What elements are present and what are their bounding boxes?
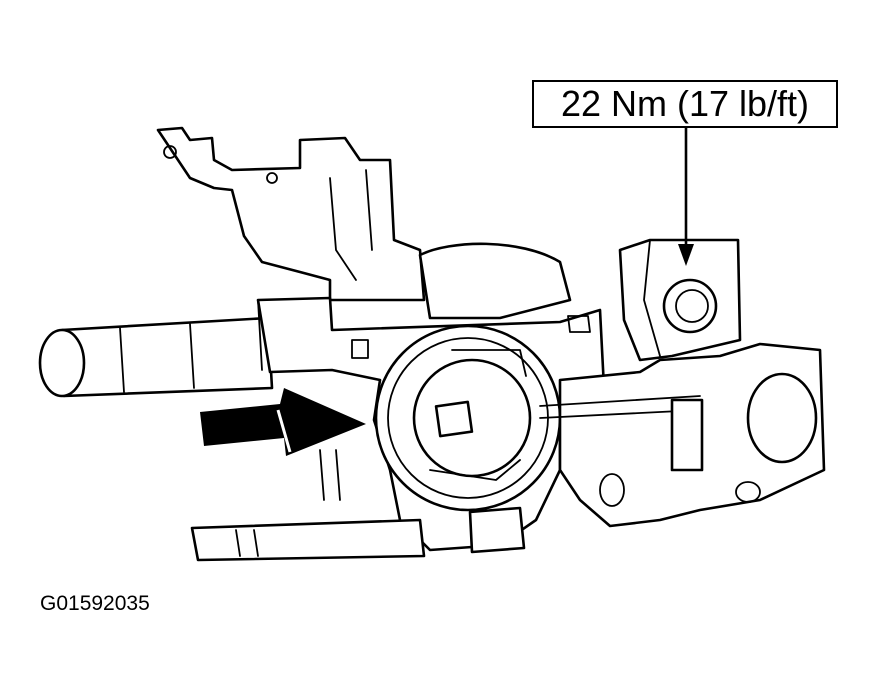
upper-right-bracket [618, 238, 742, 362]
switch-module [539, 342, 826, 528]
upper-mounting-bracket [156, 126, 426, 302]
torque-leader-arrow [678, 126, 694, 266]
figure-id-label: G01592035 [40, 592, 150, 615]
lower-mounting-bracket [190, 449, 426, 562]
torque-spec-callout: 22 Nm (17 lb/ft) [532, 80, 838, 128]
steering-shaft [38, 316, 274, 398]
torque-spec-label: 22 Nm (17 lb/ft) [560, 83, 810, 124]
mounting-bolt [662, 278, 718, 334]
indicator-arrow [200, 388, 366, 456]
lock-cylinder [374, 324, 562, 554]
